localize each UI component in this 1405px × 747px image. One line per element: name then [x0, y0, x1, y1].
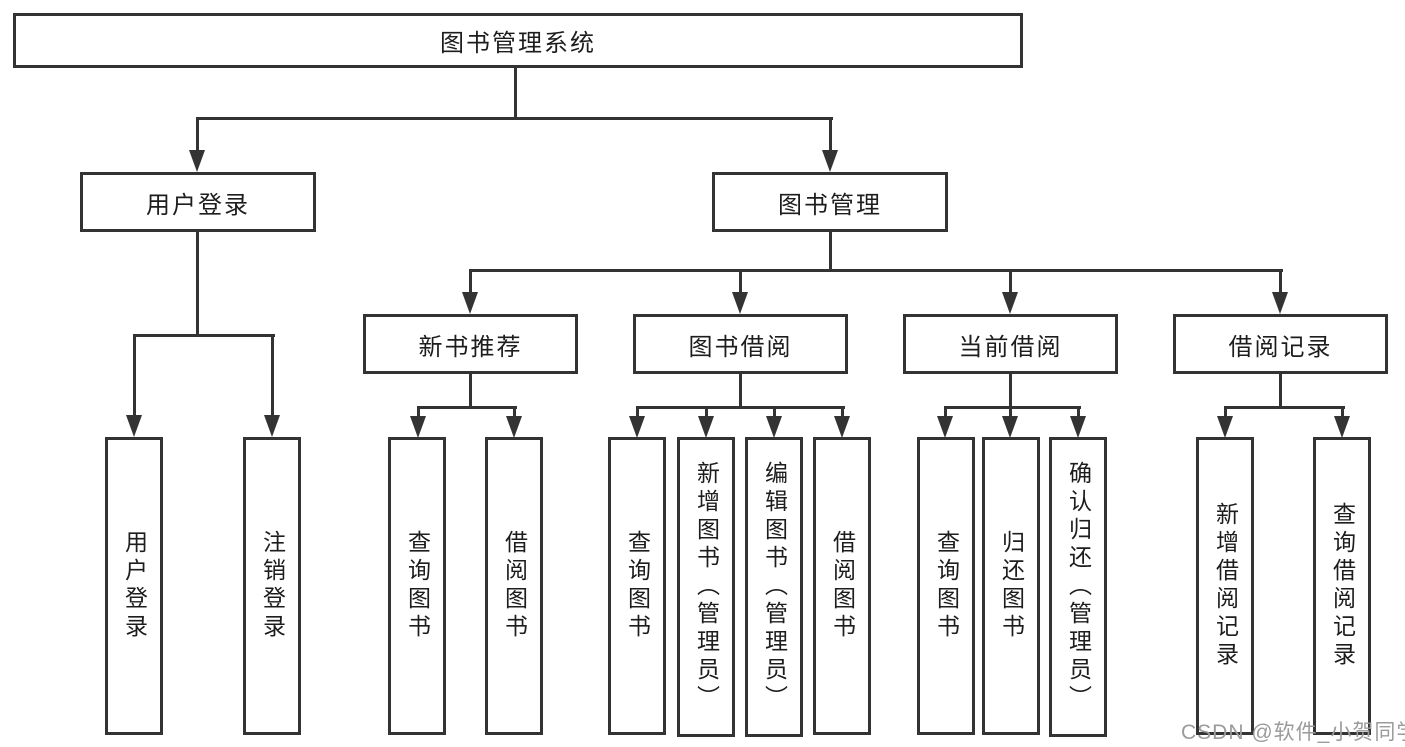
- node-root: 图书管理系统: [13, 13, 1023, 68]
- leaf-logout: 注销登录: [243, 437, 301, 735]
- connector-hline: [944, 406, 1081, 409]
- connector-vline: [829, 232, 832, 272]
- node-book-borrow: 图书借阅: [633, 314, 848, 374]
- connector-arrow-stem: [739, 271, 742, 296]
- leaf-confirm-return-admin: 确认归还（管理员）: [1049, 437, 1107, 737]
- connector-arrow-stem: [1224, 407, 1227, 418]
- connector-vline: [469, 374, 472, 409]
- node-new-book-recommend: 新书推荐: [363, 314, 578, 374]
- arrow-down-icon: [506, 416, 522, 438]
- connector-arrow-stem: [705, 407, 708, 418]
- connector-vline: [1009, 374, 1012, 409]
- connector-hline: [196, 117, 833, 120]
- arrow-down-icon: [1217, 416, 1233, 438]
- arrow-down-icon: [1272, 292, 1288, 314]
- node-user-login: 用户登录: [80, 172, 316, 232]
- connector-arrow-stem: [1279, 271, 1282, 296]
- connector-arrow-stem: [1009, 271, 1012, 296]
- arrow-down-icon: [1070, 416, 1086, 438]
- leaf-add-book-admin: 新增图书（管理员）: [677, 437, 735, 737]
- connector-arrow-stem: [944, 407, 947, 418]
- arrow-down-icon: [189, 150, 205, 172]
- connector-arrow-stem: [133, 336, 136, 418]
- connector-arrow-stem: [829, 119, 832, 153]
- arrow-down-icon: [834, 416, 850, 438]
- connector-hline: [469, 269, 1283, 272]
- leaf-borrow-books-2: 借阅图书: [813, 437, 871, 735]
- arrow-down-icon: [126, 415, 142, 437]
- connector-arrow-stem: [773, 407, 776, 418]
- arrow-down-icon: [698, 416, 714, 438]
- connector-arrow-stem: [271, 336, 274, 418]
- arrow-down-icon: [1002, 416, 1018, 438]
- connector-vline: [1279, 374, 1282, 409]
- leaf-query-books-recommend: 查询图书: [388, 437, 446, 735]
- arrow-down-icon: [766, 416, 782, 438]
- watermark: CSDN @软件_小贺同学: [1181, 721, 1405, 744]
- connector-arrow-stem: [1009, 407, 1012, 418]
- arrow-down-icon: [629, 416, 645, 438]
- node-borrow-records: 借阅记录: [1173, 314, 1388, 374]
- connector-vline: [196, 232, 199, 337]
- leaf-query-books-borrow: 查询图书: [608, 437, 666, 735]
- connector-hline: [133, 334, 275, 337]
- connector-hline: [1224, 406, 1345, 409]
- connector-hline: [417, 406, 517, 409]
- leaf-borrow-books-recommend: 借阅图书: [485, 437, 543, 735]
- leaf-query-books-current: 查询图书: [917, 437, 975, 735]
- connector-arrow-stem: [196, 119, 199, 153]
- connector-arrow-stem: [469, 271, 472, 296]
- arrow-down-icon: [1002, 292, 1018, 314]
- leaf-return-book: 归还图书: [982, 437, 1040, 735]
- connector-arrow-stem: [417, 407, 420, 418]
- arrow-down-icon: [264, 415, 280, 437]
- connector-arrow-stem: [841, 407, 844, 418]
- arrow-down-icon: [410, 416, 426, 438]
- connector-arrow-stem: [1341, 407, 1344, 418]
- arrow-down-icon: [732, 292, 748, 314]
- node-book-management: 图书管理: [712, 172, 948, 232]
- arrow-down-icon: [822, 150, 838, 172]
- leaf-query-borrow-record: 查询借阅记录: [1313, 437, 1371, 735]
- connector-vline: [739, 374, 742, 409]
- connector-hline: [636, 406, 845, 409]
- connector-arrow-stem: [636, 407, 639, 418]
- leaf-edit-book-admin: 编辑图书（管理员）: [745, 437, 803, 737]
- connector-vline: [514, 68, 517, 120]
- arrow-down-icon: [937, 416, 953, 438]
- leaf-add-borrow-record: 新增借阅记录: [1196, 437, 1254, 735]
- arrow-down-icon: [1334, 416, 1350, 438]
- connector-arrow-stem: [513, 407, 516, 418]
- connector-arrow-stem: [1077, 407, 1080, 418]
- node-current-borrow: 当前借阅: [903, 314, 1118, 374]
- arrow-down-icon: [462, 292, 478, 314]
- leaf-user-login: 用户登录: [105, 437, 163, 735]
